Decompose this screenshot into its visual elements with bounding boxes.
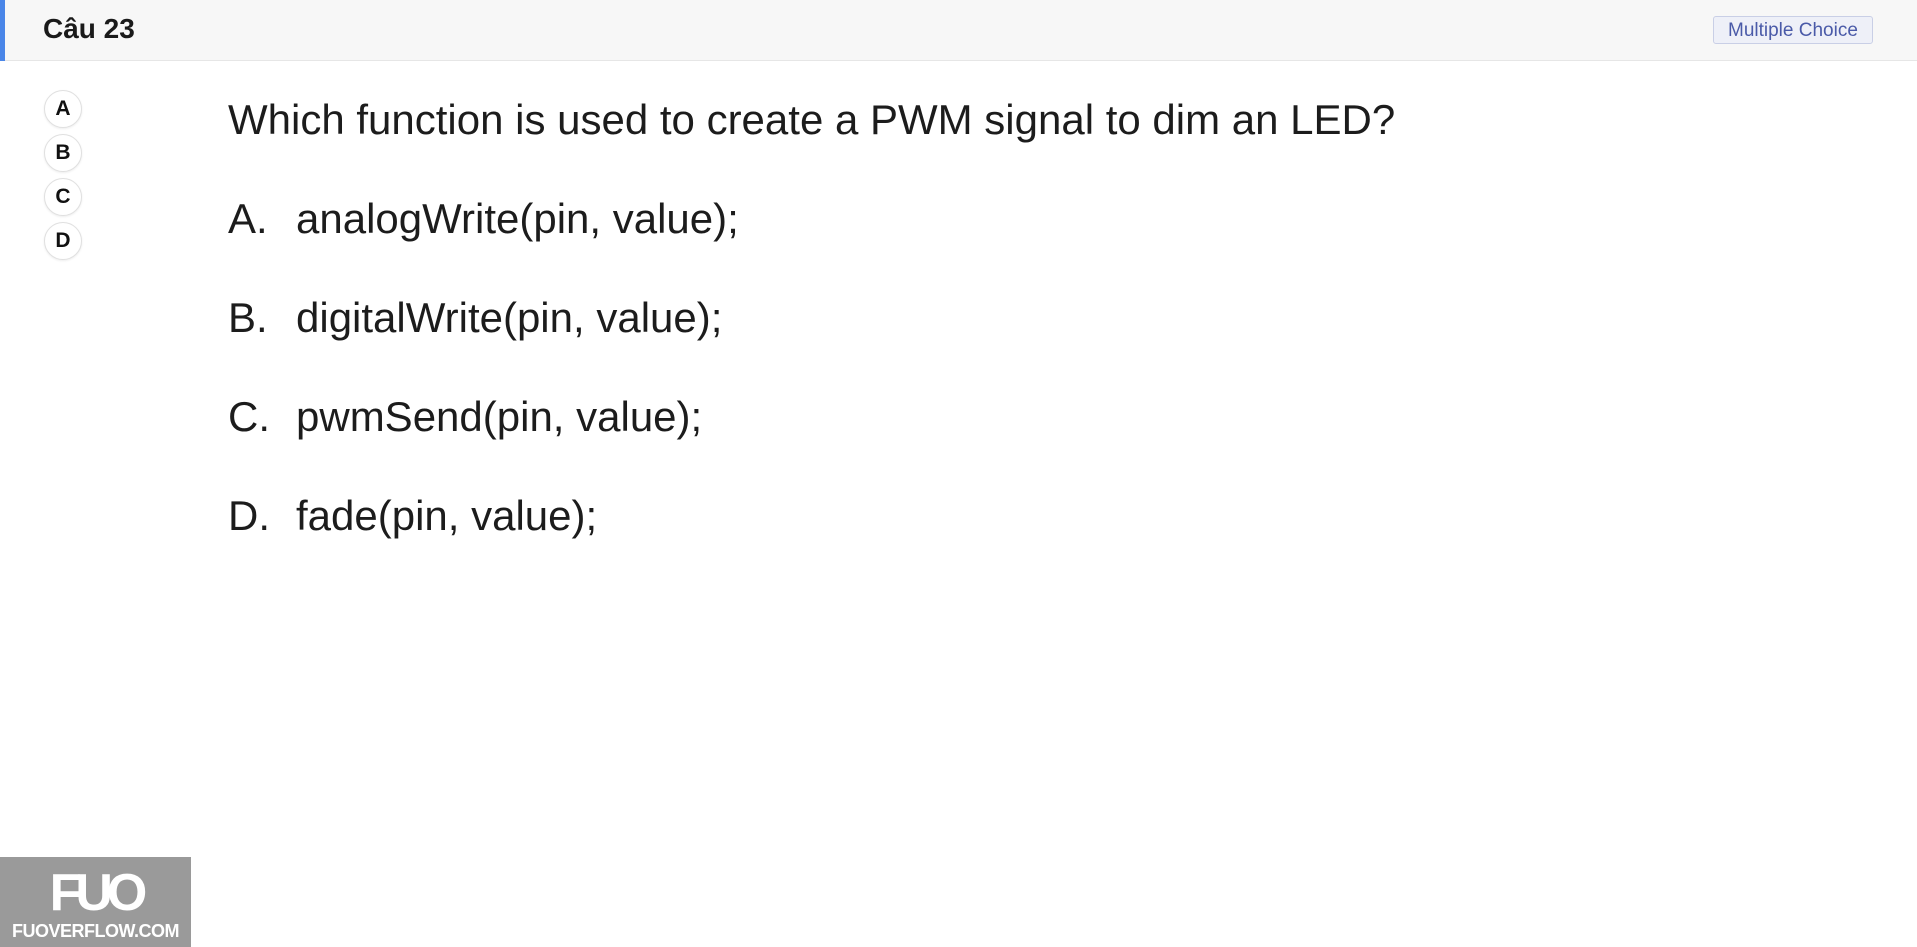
question-number-title: Câu 23 (43, 13, 135, 44)
option-text: pwmSend(pin, value); (296, 393, 703, 440)
choice-b-button[interactable]: B (44, 134, 82, 172)
question-text: Which function is used to create a PWM s… (228, 96, 1396, 143)
option-letter: C. (228, 393, 270, 440)
option-a: A. analogWrite(pin, value); (228, 191, 1828, 247)
option-text: fade(pin, value); (296, 492, 598, 539)
question-header: Câu 23 Multiple Choice (0, 0, 1917, 61)
fuo-logo: FUO (49, 864, 148, 922)
choice-c-button[interactable]: C (44, 178, 82, 216)
question-type-badge: Multiple Choice (1713, 16, 1873, 44)
fuoverflow-watermark: FUO FUOVERFLOW.COM (0, 857, 191, 947)
option-letter: A. (228, 195, 268, 242)
option-c: C. pwmSend(pin, value); (228, 389, 1828, 445)
answer-choice-buttons: A B C D (44, 90, 86, 266)
option-d: D. fade(pin, value); (228, 488, 1828, 544)
option-text: analogWrite(pin, value); (296, 195, 739, 242)
option-letter: D. (228, 492, 270, 539)
option-letter: B. (228, 294, 268, 341)
header-accent-bar (0, 0, 5, 61)
choice-d-button[interactable]: D (44, 222, 82, 260)
question-content: Which function is used to create a PWM s… (228, 92, 1828, 587)
choice-a-button[interactable]: A (44, 90, 82, 128)
watermark-site-text: FUOVERFLOW.COM (12, 921, 180, 941)
option-text: digitalWrite(pin, value); (296, 294, 723, 341)
option-b: B. digitalWrite(pin, value); (228, 290, 1828, 346)
